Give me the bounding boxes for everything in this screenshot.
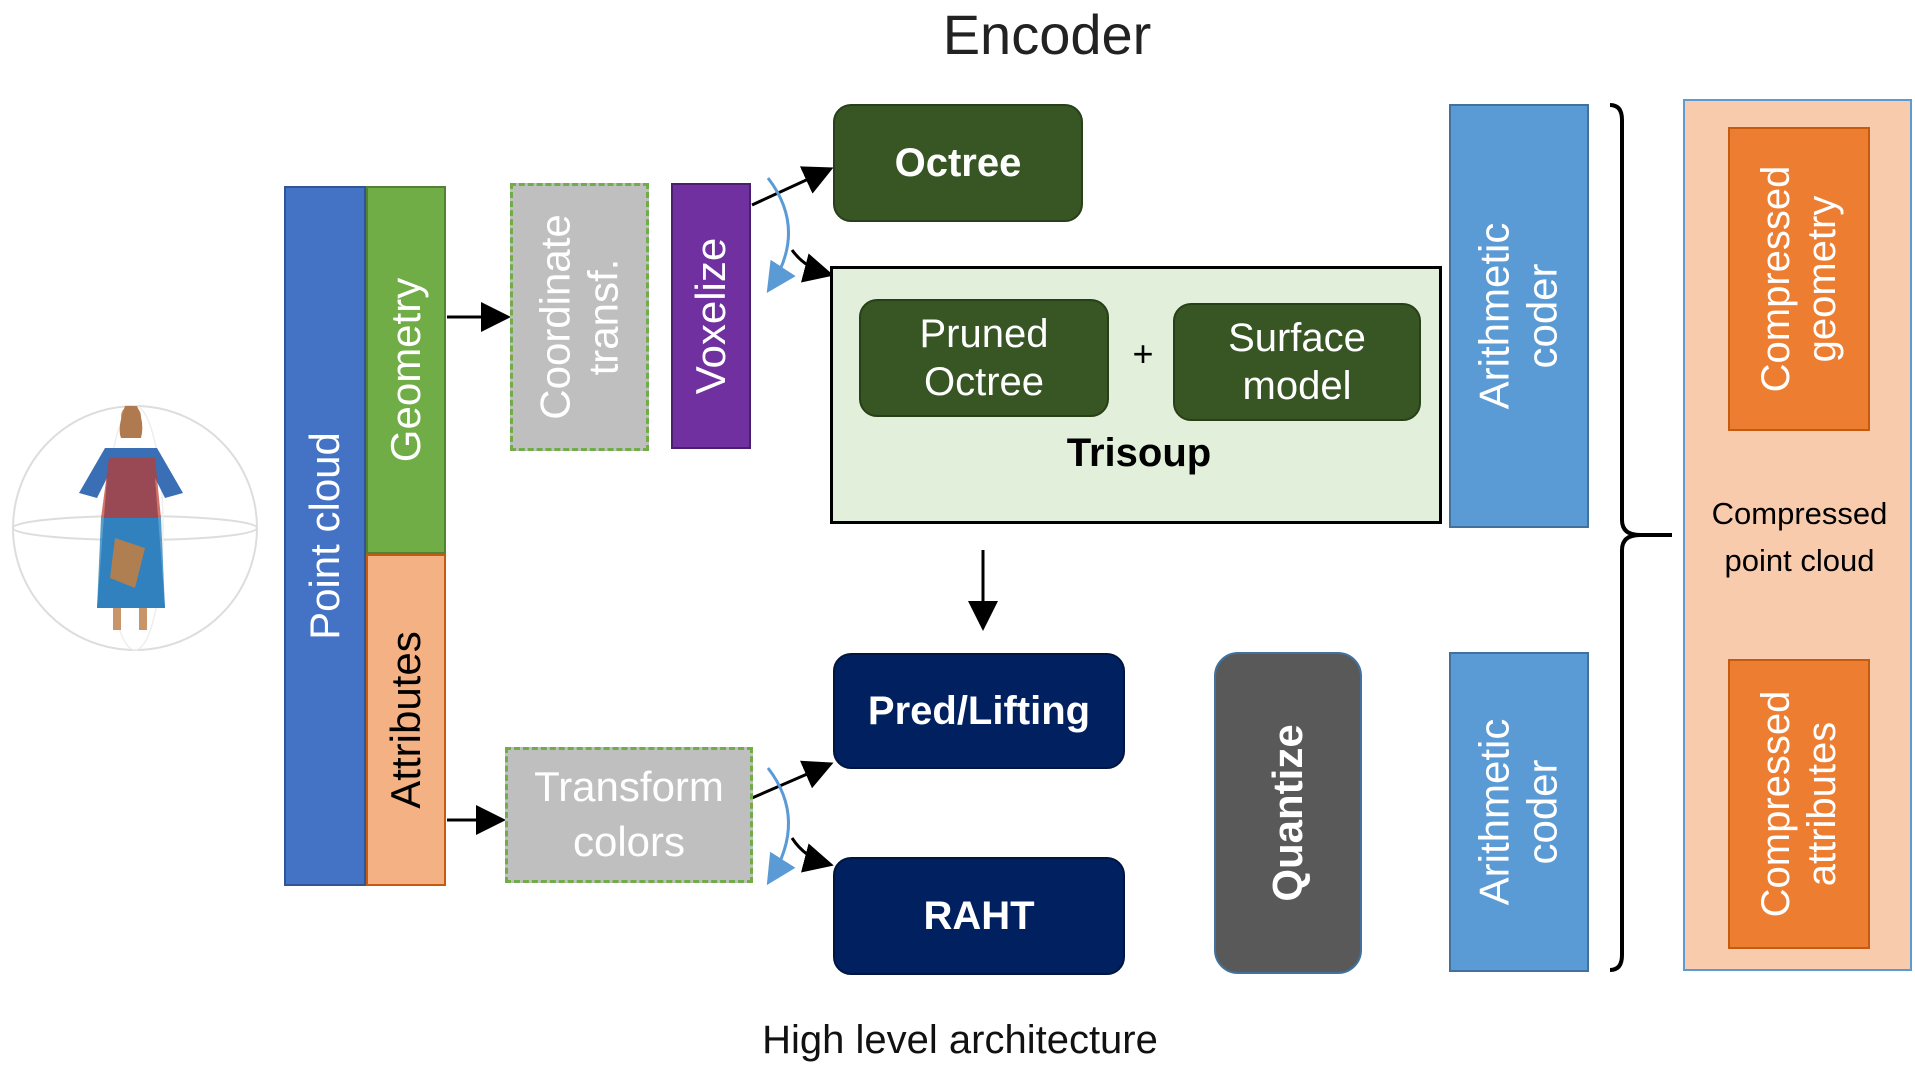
point-cloud-block: Point cloud (284, 186, 366, 886)
plus-sign: + (1132, 333, 1154, 374)
trisoup-label: Trisoup (1066, 431, 1212, 475)
raht-label: RAHT (923, 893, 1035, 938)
arrow-transform-to-raht (790, 837, 834, 873)
trisoup-block: Pruned Octree + Surface model Trisoup (830, 266, 1442, 524)
pred-lifting-block: Pred/Lifting (833, 653, 1125, 769)
attributes-label: Attributes (381, 631, 429, 809)
raht-block: RAHT (833, 857, 1125, 975)
attributes-block: Attributes (366, 554, 446, 886)
arrow-voxelize-to-octree (751, 166, 834, 207)
compressed-output-block: Compressed geometry Compressed point clo… (1683, 99, 1912, 971)
switch-curve-geometry (766, 177, 796, 294)
point-cloud-figure (5, 398, 270, 663)
arithmetic-coder-attributes-label: Arithmetic coder (1470, 718, 1566, 906)
compressed-attributes-block: Compressed attributes (1728, 659, 1870, 949)
arithmetic-coder-geometry-label: Arithmetic coder (1470, 222, 1566, 410)
pruned-octree-block: Pruned Octree (859, 299, 1109, 417)
coordinate-transf-label: Coordinate transf. (531, 214, 627, 420)
voxelize-label: Voxelize (686, 237, 734, 395)
octree-block: Octree (833, 104, 1083, 222)
surface-model-block: Surface model (1173, 303, 1421, 421)
arithmetic-coder-attributes: Arithmetic coder (1449, 652, 1589, 972)
quantize-label: Quantize (1263, 724, 1311, 902)
octree-label: Octree (894, 140, 1022, 185)
quantize-block: Quantize (1214, 652, 1362, 974)
geometry-label: Geometry (381, 277, 429, 463)
arithmetic-coder-geometry: Arithmetic coder (1449, 104, 1589, 528)
switch-curve-attributes (766, 767, 796, 886)
compressed-geometry-block: Compressed geometry (1728, 127, 1870, 431)
arrow-voxelize-to-trisoup (790, 249, 834, 283)
diagram-caption: High level architecture (762, 1018, 1158, 1062)
compressed-geometry-label: Compressed geometry (1754, 165, 1844, 393)
compressed-attributes-label: Compressed attributes (1754, 690, 1844, 918)
geometry-block: Geometry (366, 186, 446, 554)
arrow-transform-to-pred (751, 760, 834, 800)
point-cloud-label: Point cloud (300, 432, 348, 640)
transform-colors-block: Transform colors (505, 747, 753, 883)
output-brace (1609, 103, 1672, 972)
compressed-point-cloud-label: Compressed point cloud (1711, 496, 1888, 578)
sphere-person-icon (12, 405, 258, 651)
pred-lifting-label: Pred/Lifting (867, 688, 1091, 733)
coordinate-transf-block: Coordinate transf. (510, 183, 649, 451)
diagram-title: Encoder (942, 3, 1152, 66)
voxelize-block: Voxelize (671, 183, 751, 449)
